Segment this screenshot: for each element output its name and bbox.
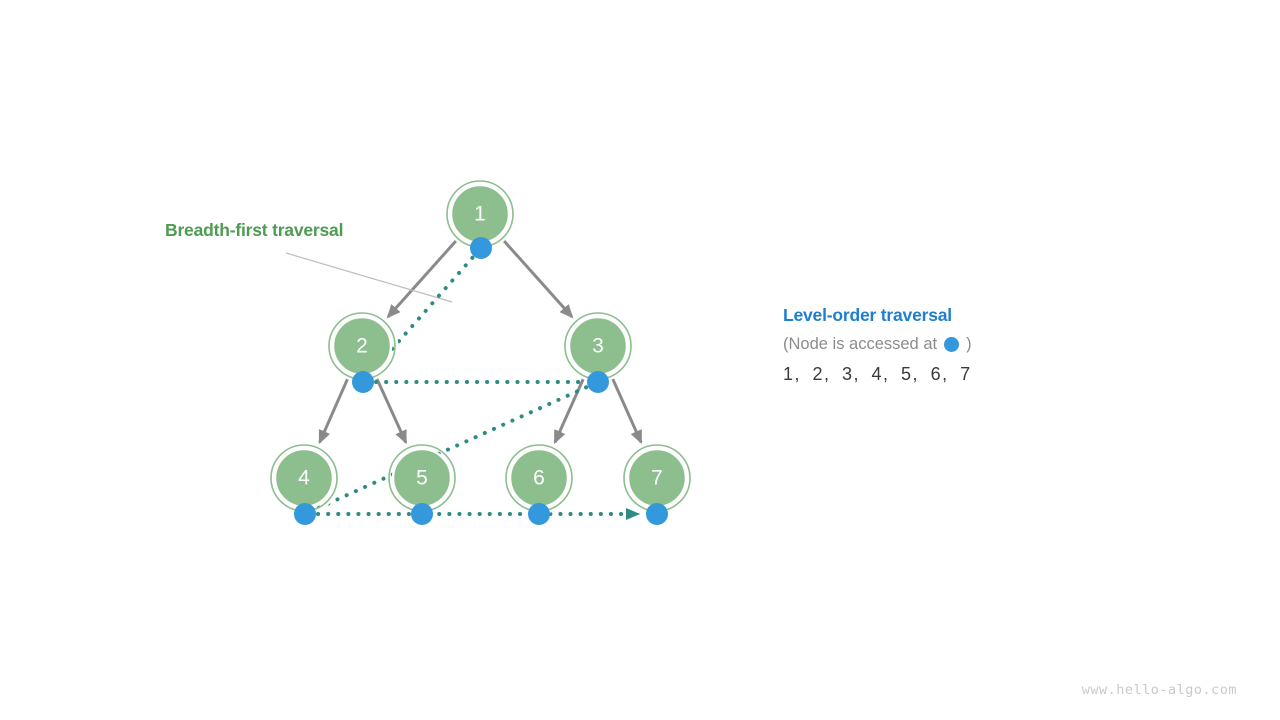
tree-edge-n3-n7 [610, 376, 643, 445]
panel-subtitle-text-after: ) [966, 335, 972, 353]
tree-edges [318, 238, 643, 445]
tree-node-4: 4 [267, 441, 341, 515]
tree-nodes: 1 2 3 4 5 6 7 [267, 177, 694, 515]
panel-subtitle: (Node is accessed at ) [783, 335, 1203, 354]
tree-node-label-5: 5 [416, 467, 428, 490]
panel-title: Level-order traversal [783, 305, 952, 325]
visit-dots [294, 237, 668, 525]
tree-node-label-2: 2 [356, 335, 368, 358]
tree-node-7: 7 [620, 441, 694, 515]
breadth-first-traversal-label: Breadth-first traversal [165, 220, 344, 240]
traversal-segment-3 [314, 385, 589, 511]
tree-node-3: 3 [561, 309, 635, 383]
tree-node-label-1: 1 [474, 203, 486, 226]
level-order-panel: Level-order traversal (Node is accessed … [783, 305, 1203, 385]
visit-dot-icon [944, 337, 960, 352]
tree-node-label-7: 7 [651, 467, 663, 490]
tree-edge-n2-n5 [374, 376, 408, 445]
visit-dot-3 [587, 371, 609, 393]
leader-line-group [285, 252, 453, 303]
tree-node-6: 6 [502, 441, 576, 515]
watermark: www.hello-algo.com [1081, 682, 1237, 698]
tree-node-label-3: 3 [592, 335, 604, 358]
panel-subtitle-text-before: (Node is accessed at [783, 335, 938, 353]
visit-dot-7 [646, 503, 668, 525]
visit-dot-2 [352, 371, 374, 393]
visit-dot-4 [294, 503, 316, 525]
tree-edge-n3-n6 [553, 376, 586, 445]
visit-dot-5 [411, 503, 433, 525]
tree-edge-n1-n3 [501, 238, 574, 319]
tree-edge-n2-n4 [318, 376, 350, 445]
tree-edge-n1-n2 [386, 238, 459, 319]
leader-line [285, 252, 453, 303]
tree-node-label-6: 6 [533, 467, 545, 490]
visit-dot-1 [470, 237, 492, 259]
tree-node-5: 5 [385, 441, 459, 515]
tree-node-label-4: 4 [298, 467, 310, 490]
tree-node-2: 2 [325, 309, 399, 383]
visit-dot-6 [528, 503, 550, 525]
traversal-path [314, 255, 641, 521]
traversal-sequence: 1, 2, 3, 4, 5, 6, 7 [783, 364, 972, 384]
